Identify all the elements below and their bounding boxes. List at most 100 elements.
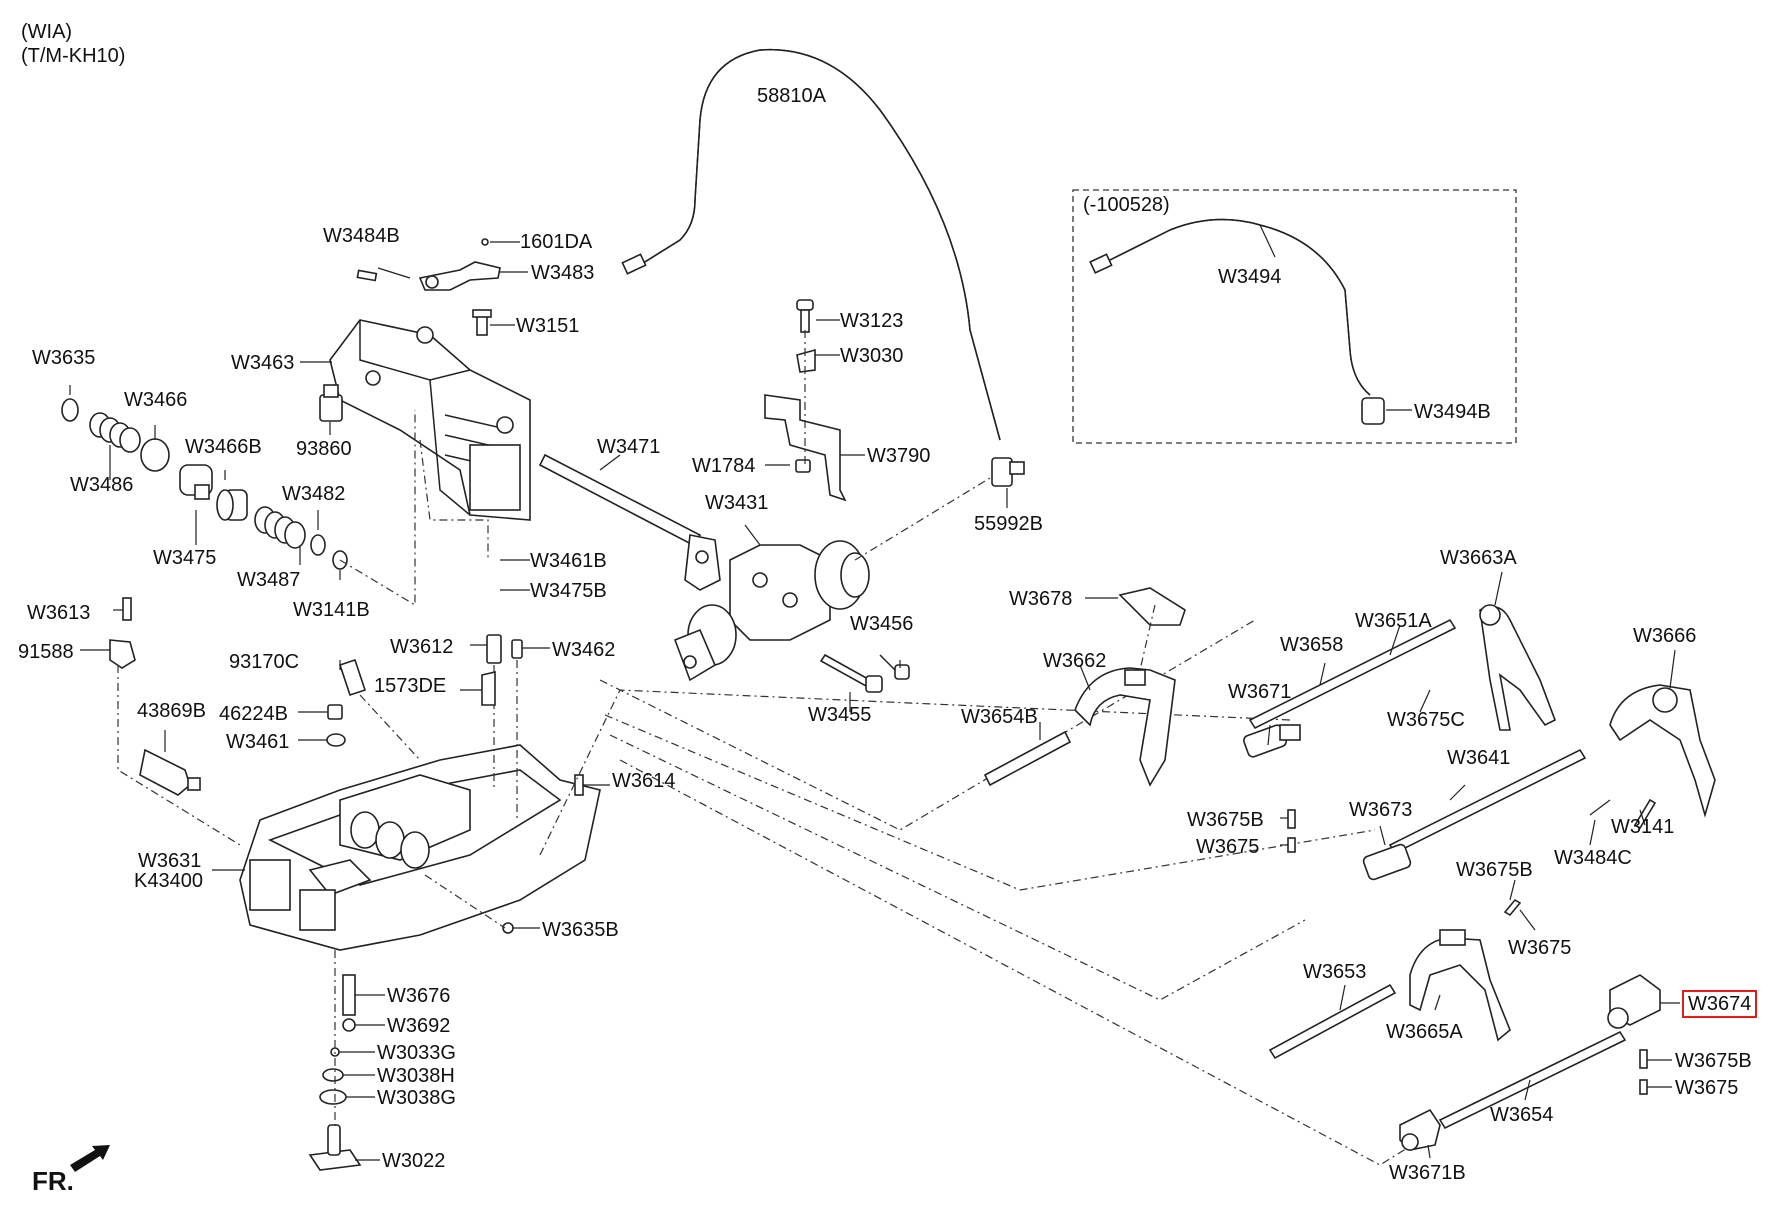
part-label-w3678[interactable]: W3678 [1009, 588, 1073, 610]
part-label-w3151[interactable]: W3151 [516, 315, 580, 337]
part-label-w3484c[interactable]: W3484C [1554, 847, 1632, 869]
part-label-w3486[interactable]: W3486 [70, 474, 134, 496]
part-label-w3631[interactable]: W3631 [138, 850, 202, 872]
part-label-43869b[interactable]: 43869B [137, 700, 206, 722]
part-label-w3482[interactable]: W3482 [282, 483, 346, 505]
part-label-w3654b[interactable]: W3654B [961, 706, 1038, 728]
part-label-w3692[interactable]: W3692 [387, 1015, 451, 1037]
part-label-w3123[interactable]: W3123 [840, 310, 904, 332]
part-label-58810a[interactable]: 58810A [757, 85, 826, 107]
part-label-w3612[interactable]: W3612 [390, 636, 454, 658]
spring-w3487 [254, 506, 306, 549]
pivot-w3022 [308, 1124, 362, 1171]
part-label-w3666[interactable]: W3666 [1633, 625, 1697, 647]
part-label-w3675b-b[interactable]: W3675B [1456, 859, 1533, 881]
part-label-w3466[interactable]: W3466 [124, 389, 188, 411]
fork-w3666 [1609, 684, 1716, 818]
part-label-w3635b[interactable]: W3635B [542, 919, 619, 941]
part-label-w3671[interactable]: W3671 [1228, 681, 1292, 703]
part-label-w3651a[interactable]: W3651A [1355, 610, 1432, 632]
part-label-k43400[interactable]: K43400 [134, 870, 203, 892]
part-label-w3675-a[interactable]: W3675 [1196, 836, 1260, 858]
part-label-w1784[interactable]: W1784 [692, 455, 756, 477]
part-label-w3494b[interactable]: W3494B [1414, 401, 1491, 423]
part-label-w3487[interactable]: W3487 [237, 569, 301, 591]
part-label-w3483[interactable]: W3483 [531, 262, 595, 284]
part-label-w3675b-a[interactable]: W3675B [1187, 809, 1264, 831]
part-label-1601da[interactable]: 1601DA [520, 231, 593, 253]
part-label-w3030[interactable]: W3030 [840, 345, 904, 367]
part-label-w3675-b[interactable]: W3675 [1508, 937, 1572, 959]
part-label-w3471[interactable]: W3471 [597, 436, 661, 458]
fitting-w3494b [1361, 397, 1385, 425]
part-label-w3141b[interactable]: W3141B [293, 599, 370, 621]
part-label-93170c[interactable]: 93170C [229, 651, 300, 673]
part-label-w3461[interactable]: W3461 [226, 731, 290, 753]
part-label-w3675-c[interactable]: W3675 [1675, 1077, 1739, 1099]
part-label-93860[interactable]: 93860 [296, 438, 352, 460]
part-label-w3671b[interactable]: W3671B [1389, 1162, 1466, 1184]
transmission-code: (T/M-KH10) [21, 45, 126, 67]
part-label-w3038h[interactable]: W3038H [377, 1065, 455, 1087]
part-label-w3663a[interactable]: W3663A [1440, 547, 1517, 569]
bolt-w3455 [819, 653, 872, 688]
pin-w3675-a [1287, 837, 1296, 853]
part-label-w3141[interactable]: W3141 [1611, 816, 1675, 838]
part-label-1573de[interactable]: 1573DE [374, 675, 447, 697]
inset-label: (-100528) [1083, 194, 1170, 216]
fork-w3665a [1409, 929, 1511, 1042]
part-label-w3484b[interactable]: W3484B [323, 225, 400, 247]
front-arrow-icon [70, 1145, 110, 1172]
rail-w3651a [1248, 618, 1457, 730]
part-label-w3790[interactable]: W3790 [867, 445, 931, 467]
part-label-w3674-highlighted[interactable]: W3674 [1682, 990, 1758, 1018]
part-label-w3676[interactable]: W3676 [387, 985, 451, 1007]
valve-w3475 [179, 464, 213, 500]
bolt-w3613 [122, 597, 132, 621]
part-label-46224b[interactable]: 46224B [219, 703, 288, 725]
bolt-w3151 [472, 309, 492, 336]
shaft-w3471 [538, 453, 702, 547]
part-label-w3675c[interactable]: W3675C [1387, 709, 1465, 731]
part-label-w3614[interactable]: W3614 [612, 770, 676, 792]
part-label-w3654[interactable]: W3654 [1490, 1104, 1554, 1126]
part-label-w3675b-c[interactable]: W3675B [1675, 1050, 1752, 1072]
part-label-w3466b[interactable]: W3466B [185, 436, 262, 458]
part-label-w3455[interactable]: W3455 [808, 704, 872, 726]
part-label-w3658[interactable]: W3658 [1280, 634, 1344, 656]
part-label-w3673[interactable]: W3673 [1349, 799, 1413, 821]
part-label-w3613[interactable]: W3613 [27, 602, 91, 624]
inset-box [1072, 189, 1517, 444]
part-label-w3475[interactable]: W3475 [153, 547, 217, 569]
sensor-93170c [338, 658, 367, 697]
part-label-w3494[interactable]: W3494 [1218, 266, 1282, 288]
part-label-w3665a[interactable]: W3665A [1386, 1021, 1463, 1043]
fitting-55992b [991, 457, 1013, 487]
rail-w3653 [1268, 983, 1397, 1060]
part-label-w3461b[interactable]: W3461B [530, 550, 607, 572]
pin-w3675b-b [1503, 898, 1522, 917]
part-label-w3022[interactable]: W3022 [382, 1150, 446, 1172]
model-code: (WIA) [21, 21, 73, 43]
lever-w3483 [418, 261, 501, 291]
part-label-w3662[interactable]: W3662 [1043, 650, 1107, 672]
part-label-w3475b[interactable]: W3475B [530, 580, 607, 602]
part-label-w3462[interactable]: W3462 [552, 639, 616, 661]
pipe-w3494 [1099, 218, 1371, 396]
cap-w3466 [140, 438, 170, 472]
part-label-55992b[interactable]: 55992B [974, 513, 1043, 535]
part-label-w3038g[interactable]: W3038G [377, 1087, 456, 1109]
part-label-91588[interactable]: 91588 [18, 641, 74, 663]
nut-46224b [327, 704, 343, 720]
block-w3674 [1607, 974, 1661, 1029]
fitting-58810a-left [621, 253, 647, 275]
part-label-w3431[interactable]: W3431 [705, 492, 769, 514]
part-label-w3635[interactable]: W3635 [32, 347, 96, 369]
bracket-1573de [481, 670, 496, 706]
part-label-w3456[interactable]: W3456 [850, 613, 914, 635]
rail-w3654b [983, 730, 1072, 787]
part-label-w3653[interactable]: W3653 [1303, 961, 1367, 983]
part-label-w3463[interactable]: W3463 [231, 352, 295, 374]
part-label-w3641[interactable]: W3641 [1447, 747, 1511, 769]
part-label-w3033g[interactable]: W3033G [377, 1042, 456, 1064]
